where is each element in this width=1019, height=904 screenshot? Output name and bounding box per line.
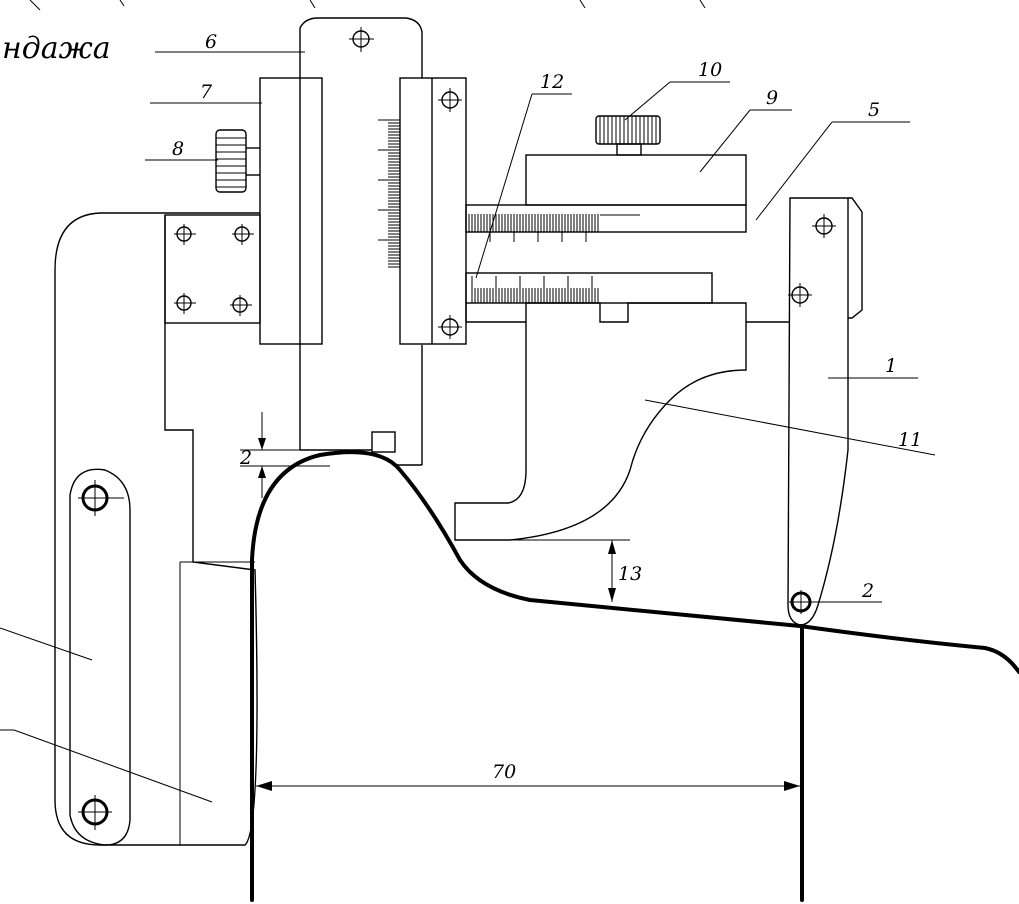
c-frame-outline	[54, 212, 260, 846]
dim-70-arrow-left	[256, 781, 272, 791]
dim-70-label: 70	[492, 761, 516, 783]
knob-10-knurl	[599, 116, 657, 144]
dim-gap-arrow-top	[258, 438, 266, 450]
svg-text:9: 9	[766, 87, 778, 109]
body-11	[454, 302, 747, 541]
vertical-scale	[378, 119, 400, 268]
knob-10-stem	[616, 143, 642, 156]
vertical-rail	[399, 77, 467, 345]
arm-1	[787, 197, 849, 626]
mount-plate	[164, 214, 261, 324]
crosshair-plate-2	[232, 224, 254, 245]
dim-13-arrow-bottom	[608, 588, 616, 602]
callout-9: 9	[699, 87, 792, 173]
leader-left-lower	[13, 729, 213, 803]
svg-text:5: 5	[868, 99, 880, 121]
crosshair-arm-pivot	[789, 590, 813, 614]
svg-text:8: 8	[172, 138, 184, 160]
dim-70-arrow-right	[784, 781, 800, 791]
dim-13-label: 13	[618, 563, 642, 585]
crosshair-plate-4	[230, 295, 252, 316]
arm-1-lug	[848, 197, 863, 319]
callout-8: 8	[145, 138, 218, 161]
svg-text:6: 6	[205, 31, 217, 53]
lower-beam-scale	[471, 276, 599, 303]
crosshair-slide-top	[349, 27, 374, 52]
dim-gap-label: 2	[239, 447, 252, 469]
crosshair-slot-bottom	[78, 795, 112, 830]
crosshair-rail-top	[438, 88, 462, 112]
callout-2: 2	[812, 580, 882, 603]
frame-slot	[69, 468, 131, 846]
crosshair-arm-1	[812, 214, 836, 238]
callout-6: 6	[155, 31, 305, 53]
crosshair-rail-bottom	[438, 315, 462, 339]
callout-12: 12	[475, 71, 572, 279]
slide-top-tab	[299, 17, 423, 78]
header-script: ндажа	[2, 31, 111, 66]
dim-13-arrow-top	[608, 540, 616, 554]
callout-7: 7	[150, 81, 262, 104]
dim-gap-arrow-bottom	[258, 466, 266, 478]
crosshair-arm-2	[788, 283, 812, 307]
top-cut-marks	[29, 0, 706, 11]
knob-8-knurl	[216, 137, 246, 188]
svg-text:2: 2	[861, 580, 874, 602]
callout-1: 1	[828, 355, 918, 379]
svg-text:10: 10	[698, 59, 722, 81]
crosshair-plate-1	[174, 224, 196, 245]
crosshair-plate-3	[174, 293, 196, 314]
svg-text:11: 11	[898, 429, 922, 451]
callout-5: 5	[755, 99, 910, 221]
callout-10: 10	[624, 59, 730, 121]
svg-text:12: 12	[540, 71, 564, 93]
block-9	[525, 154, 747, 206]
callout-11: 11	[644, 399, 936, 456]
block-7	[259, 77, 323, 345]
leader-left-upper	[0, 627, 93, 661]
knob-8	[215, 129, 247, 193]
crosshair-slot-top	[78, 480, 124, 516]
upper-beam-scale	[465, 214, 599, 242]
slide-tip	[371, 431, 396, 453]
svg-text:1: 1	[885, 355, 897, 377]
svg-text:7: 7	[200, 81, 213, 103]
tooth-profile	[250, 450, 1019, 902]
